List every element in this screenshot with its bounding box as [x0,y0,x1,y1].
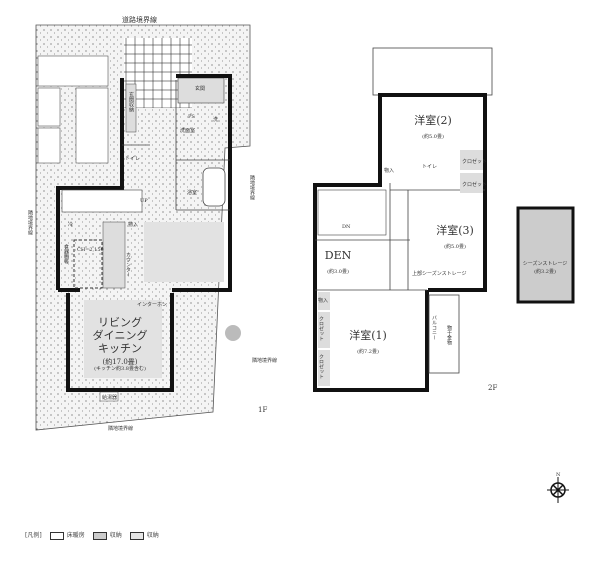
legend-swatch [92,531,107,540]
right-boundary-label: 隣地境界線 [249,174,255,200]
closet-d-fill [318,350,330,386]
den-label: DEN [325,249,352,262]
closet-b-fill [460,173,483,193]
fridge-label: 冷 [68,221,73,228]
cupboard-area [73,239,103,289]
room3-label: 洋室(3) [436,223,474,237]
counter-label: カウンター [125,252,131,277]
ldk-floor-heating [144,222,224,282]
storage-left-label: 物入 [318,297,328,304]
ldk-label: ダイニング [93,328,148,342]
legend: [凡例] 床暖房 収納 収納 [25,530,159,540]
ldk-area: (約17.0畳) [102,357,137,366]
ldk-label: キッチン [98,342,142,355]
closet-c-label: クロゼット [318,316,324,341]
toilet-label: トイレ [125,156,140,162]
up-label: UP [140,198,148,204]
water-heater-label: 給湯器 [102,394,117,401]
legend-item-floor-heating: 床暖房 [49,530,85,540]
den-area: (約3.0畳) [327,268,349,275]
season-storage-room [516,206,575,304]
stairs [61,189,143,213]
wall [172,74,232,292]
wall [378,93,487,292]
washroom-label: 洗面室 [180,127,195,134]
parking-space [75,87,109,164]
kitchen-counter [102,221,126,289]
room1-area: (約7.2畳) [357,348,379,355]
drying-hardware-label: 物干金物 [446,324,452,346]
legend-item-storage-2: 収納 [129,530,159,540]
balcony-label: バルコニー [431,315,437,340]
parking-space [37,87,61,127]
bottom-boundary-label: 隣地境界線 [108,425,133,432]
floor2-plan: 洋室(2) (約5.0畳) 物入 トイレ クロゼット クロゼット 洋室(3) (… [313,47,575,392]
closet-c-fill [318,312,330,348]
legend-label: 収納 [146,532,159,539]
legend-swatch [129,531,144,540]
floor2-label: 2F [488,384,497,392]
intercom-label: インターホン [137,301,167,308]
closet-b-label: クロゼット [462,181,487,188]
balcony-area [428,294,460,374]
room2-area: (約5.0畳) [422,133,444,140]
season-storage-area: (約3.2畳) [534,268,556,275]
ldk-note: (キッチン約3.8畳含む) [94,365,146,372]
entrance-storage-label: 玄関収納 [128,91,134,113]
ldk-floor-heating [84,300,162,378]
roof-balcony [372,47,493,96]
bathroom-label: 浴室 [187,189,197,196]
legend-label: 収納 [109,532,122,539]
legend-title: [凡例] [25,532,42,540]
tree [225,325,241,341]
storage-fill [318,292,330,310]
cupboard-label: 食器棚等 [63,243,69,264]
laundry-mark: 洗 [213,116,218,123]
stairs [317,189,387,236]
ps-label: PS [188,114,195,120]
legend-item-storage: 収納 [92,530,122,540]
bottom-right-boundary-label: 隣地境界線 [252,357,277,364]
floor1-plan: 道路境界線 隣地境界線 隣地境界線 隣地境界線 隣地境界線 玄関収納 玄関 トイ… [27,15,277,432]
storage-label: 物入 [128,221,138,228]
room2-label: 洋室(2) [414,113,452,127]
floor1-label: 1F [258,406,267,414]
road-boundary-label: 道路境界線 [122,15,157,24]
entrance-hall-label: 玄関 [195,85,205,92]
left-boundary-label: 隣地境界線 [27,209,33,235]
entrance-hall-floor [177,77,225,104]
legend-swatch [49,531,64,540]
storage-top-label: 物入 [384,167,394,174]
wall [313,160,429,392]
legend-label: 床暖房 [66,532,85,539]
wall [66,293,174,392]
parking-space [37,55,109,87]
upper-storage-label: 上部シーズンストレージ [412,270,467,277]
room1-label: 洋室(1) [349,328,387,342]
ceiling-height-label: CH=2,150 [77,247,104,253]
closet-a-label: クロゼット [462,158,487,165]
bathtub [202,167,226,207]
ldk-label: リビング [98,315,142,329]
entrance-storage [125,83,137,133]
room3-area: (約5.0畳) [444,243,466,250]
compass-north: N [556,472,561,478]
closet-a-fill [460,150,483,170]
water-heater [99,391,119,402]
toilet-label: トイレ [422,164,437,170]
compass-icon: N [547,472,569,503]
dn-label: DN [342,224,351,230]
season-storage-label: シーズンストレージ [523,260,568,267]
closet-d-label: クロゼット [318,354,324,379]
wall [56,78,124,290]
parking-space [37,127,61,164]
